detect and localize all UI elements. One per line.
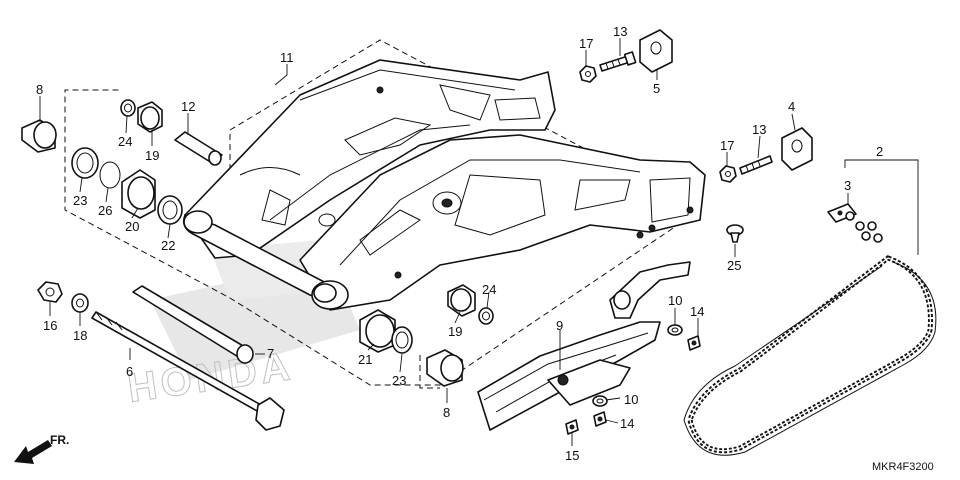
part-14-bolt-lower (593, 411, 607, 427)
callout-13-right: 13 (752, 122, 766, 137)
callout-15: 15 (565, 448, 579, 463)
part-19-bearing-top (137, 101, 163, 133)
part-24-seal-small-top (120, 99, 136, 117)
part-17-nut-right (719, 165, 737, 183)
callout-14-lower: 14 (620, 416, 634, 431)
part-10-washer-lower (592, 395, 608, 407)
callout-6: 6 (126, 364, 133, 379)
callout-10-upper: 10 (668, 293, 682, 308)
part-7-pivot-collar (132, 285, 254, 364)
part-15-bolt (565, 419, 579, 435)
part-4-adjuster-block (781, 127, 813, 171)
callout-7: 7 (267, 346, 274, 361)
swingarm-group-outline (64, 39, 701, 386)
callout-16: 16 (43, 318, 57, 333)
callouts: 2 3 4 5 6 7 8 8 9 10 10 11 12 13 13 14 1… (36, 24, 883, 463)
callout-3: 3 (844, 178, 851, 193)
part-26-circlip (99, 161, 121, 189)
front-direction-arrow: FR. (14, 433, 69, 464)
part-25-stopper-pin (726, 224, 744, 243)
part-21-bearing (359, 309, 396, 353)
callout-14-upper: 14 (690, 304, 704, 319)
callout-5: 5 (653, 81, 660, 96)
callout-9: 9 (556, 318, 563, 333)
part-12-collar (174, 131, 223, 166)
part-2-drive-chain (683, 255, 937, 456)
front-direction-label: FR. (50, 433, 69, 447)
part-24-seal-small-right (478, 307, 494, 325)
part-8-dust-seal-right (426, 349, 464, 387)
part-22-seal (157, 195, 183, 225)
callout-23-right: 23 (392, 373, 406, 388)
callout-23-left: 23 (73, 193, 87, 208)
callout-10-lower: 10 (624, 392, 638, 407)
part-18-washer (71, 293, 89, 313)
callout-22: 22 (161, 238, 175, 253)
callout-8-left: 8 (36, 82, 43, 97)
part-3-chain-joint (827, 203, 883, 243)
part-16-nut (37, 281, 63, 303)
callout-8-right: 8 (443, 405, 450, 420)
part-20-bearing (121, 169, 156, 219)
callout-19-right: 19 (448, 324, 462, 339)
lower-dashed-bracket (419, 355, 440, 389)
callout-19-top: 19 (145, 148, 159, 163)
part-6-pivot-bolt (91, 311, 285, 431)
callout-11: 11 (280, 50, 294, 65)
callout-4: 4 (788, 99, 795, 114)
leader-lines (39, 38, 919, 446)
callout-24-right: 24 (482, 282, 496, 297)
part-14-bolt-upper (687, 335, 701, 351)
part-8-dust-seal-left (21, 119, 57, 153)
part-10-washer-upper (667, 324, 683, 336)
callout-25: 25 (727, 258, 741, 273)
callout-12: 12 (181, 99, 195, 114)
callout-21: 21 (358, 352, 372, 367)
part-23-ring-right (391, 326, 413, 354)
part-19-bearing-right (447, 284, 476, 317)
callout-2: 2 (876, 144, 883, 159)
swing-arm (182, 59, 706, 311)
callout-18: 18 (73, 328, 87, 343)
callout-17-right: 17 (720, 138, 734, 153)
part-23-ring-left (71, 147, 99, 179)
callout-17-top: 17 (579, 36, 593, 51)
callout-26: 26 (98, 203, 112, 218)
part-17-nut-top (579, 65, 597, 83)
part-9-chain-case (477, 261, 691, 431)
callout-13-top: 13 (613, 24, 627, 39)
part-5-adjuster-block (639, 29, 673, 73)
part-13-adjust-bolt-top (599, 51, 637, 72)
callout-24-top: 24 (118, 134, 132, 149)
callout-20: 20 (125, 219, 139, 234)
diagram-code: MKR4F3200 (872, 461, 934, 473)
part-13-adjust-bolt-right (739, 155, 773, 175)
